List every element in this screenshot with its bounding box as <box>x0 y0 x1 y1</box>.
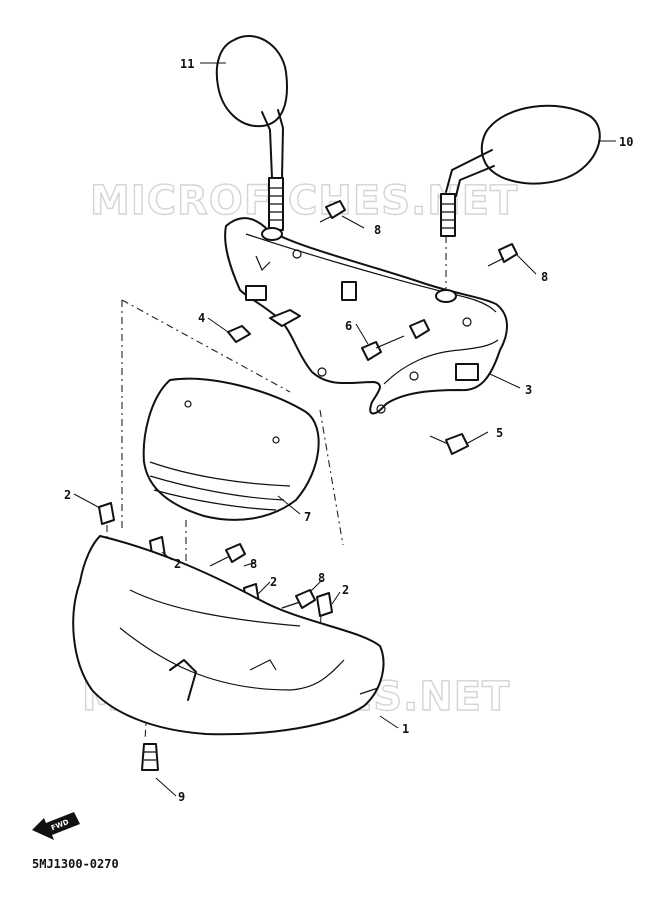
screw-9 <box>141 743 159 771</box>
nut-2-left <box>98 502 115 525</box>
nut-4 <box>227 325 251 343</box>
screw-8-middle <box>209 543 246 567</box>
handlebar-cover <box>224 217 508 415</box>
forward-arrow-icon: FWD <box>32 812 80 840</box>
nut-2-right <box>316 592 333 617</box>
diagram-code: 5MJ1300-0270 <box>32 857 119 871</box>
screw-8-right <box>487 243 518 267</box>
left-mirror <box>215 35 288 231</box>
callout-8-middle: 8 <box>250 557 257 571</box>
callout-8-right: 8 <box>541 270 548 284</box>
callout-3: 3 <box>525 383 532 397</box>
callout-10: 10 <box>619 135 633 149</box>
callout-4: 4 <box>198 311 205 325</box>
callout-11: 11 <box>180 57 194 71</box>
right-mirror <box>440 104 601 237</box>
callout-9: 9 <box>178 790 185 804</box>
screw-5 <box>429 433 469 455</box>
callout-8-lower: 8 <box>318 571 325 585</box>
callout-2-left: 2 <box>64 488 71 502</box>
callout-6: 6 <box>345 319 352 333</box>
screw-8-lower <box>281 589 316 609</box>
callout-7: 7 <box>304 510 311 524</box>
callout-8-top: 8 <box>374 223 381 237</box>
callout-1: 1 <box>402 722 409 736</box>
inner-panel <box>142 377 320 521</box>
callout-labels: 11 10 8 8 4 6 3 5 7 2 2 8 2 8 2 1 9 <box>64 57 633 804</box>
callout-2-mid: 2 <box>270 575 277 589</box>
nut-plate <box>269 309 301 327</box>
callout-5: 5 <box>496 426 503 440</box>
callout-2-center: 2 <box>174 557 181 571</box>
front-cover <box>72 535 385 736</box>
leader-lines <box>73 62 616 797</box>
screw-8-top <box>319 200 346 223</box>
callout-2-right: 2 <box>342 583 349 597</box>
screw-6 <box>361 319 430 361</box>
